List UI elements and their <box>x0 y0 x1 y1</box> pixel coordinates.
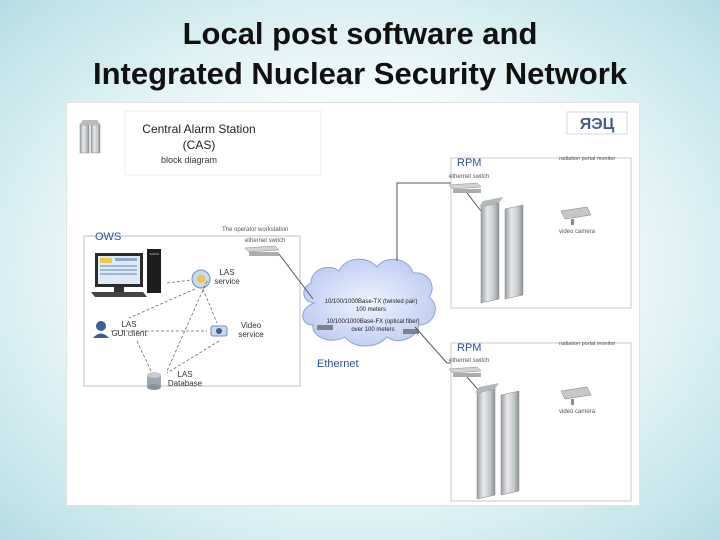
cas-name: Central Alarm Station <box>142 122 255 136</box>
slide-title: Local post software and Integrated Nucle… <box>0 14 720 94</box>
video-camera-label-2: video camera <box>559 409 596 415</box>
las-service-label-1: LAS <box>219 268 234 277</box>
las-service-label-2: service <box>214 277 240 286</box>
cas-title-box <box>124 110 322 176</box>
rpm-label-2: RPM <box>457 342 481 354</box>
radiation-portal-2 <box>475 383 520 500</box>
rpm-portal-icon <box>79 120 101 154</box>
las-gui-client-label-2: GUI client <box>111 329 147 338</box>
ethernet-converter-icons <box>317 325 419 334</box>
radiation-portal-1 <box>479 197 524 304</box>
ethernet-line-1: 10/100/1000Base-TX (twisted pair) <box>325 299 418 305</box>
video-camera-icon-2 <box>560 386 592 405</box>
rpm-ethernet-switch-2 <box>448 366 482 394</box>
cas-subtitle: block diagram <box>161 155 217 165</box>
rpm-group-frame-1 <box>450 157 632 309</box>
las-service-icon <box>191 269 211 289</box>
ows-group-frame <box>83 235 301 387</box>
ethernet-line-2: 100 meters <box>356 307 386 313</box>
title-line-1: Local post software and <box>182 16 538 51</box>
las-gui-client-label-1: LAS <box>121 320 136 329</box>
las-gui-client-icon <box>93 321 109 338</box>
video-service-label-2: service <box>238 330 264 339</box>
ows-switch-label: ethernet switch <box>245 238 285 244</box>
ethernet-cloud <box>302 258 436 347</box>
cas-abbr: (CAS) <box>183 138 216 152</box>
company-logo: ЯЭЦ <box>580 116 615 133</box>
las-database-label-2: Database <box>168 379 203 388</box>
video-camera-icon-1 <box>560 206 592 225</box>
rpm-monitor-label-1: radiation portal monitor <box>559 156 615 162</box>
ows-connection-arrows <box>111 279 220 374</box>
video-service-label-1: Video <box>241 321 262 330</box>
video-service-icon <box>210 325 228 337</box>
title-line-2: Integrated Nuclear Security Network <box>92 56 628 91</box>
network-links <box>278 182 451 364</box>
logo-box <box>566 111 628 135</box>
rpm-monitor-label-2: radiation portal monitor <box>559 341 615 347</box>
rpm-switch-label-1: ethernet switch <box>449 174 489 180</box>
ethernet-line-4: over 100 meters <box>351 327 394 333</box>
las-database-label-1: LAS <box>177 370 192 379</box>
ows-label: OWS <box>95 231 121 243</box>
workstation-computer-icon <box>91 249 161 297</box>
las-database-icon <box>147 372 161 390</box>
diagram-svg: Central Alarm Station (CAS) block diagra… <box>79 110 632 502</box>
rpm-label-1: RPM <box>457 157 481 169</box>
video-camera-label-1: video camera <box>559 229 596 235</box>
ethernet-label: Ethernet <box>317 358 359 370</box>
rpm-switch-label-2: ethernet switch <box>449 358 489 364</box>
ows-ethernet-switch <box>244 245 280 256</box>
network-diagram: Central Alarm Station (CAS) block diagra… <box>66 102 640 506</box>
ows-workstation-label: The operator workstation <box>222 227 288 233</box>
ethernet-line-3: 10/100/1000Base-FX (optical fiber) <box>326 319 419 325</box>
rpm-ethernet-switch-1 <box>448 182 482 212</box>
rpm-group-frame-2 <box>450 342 632 502</box>
